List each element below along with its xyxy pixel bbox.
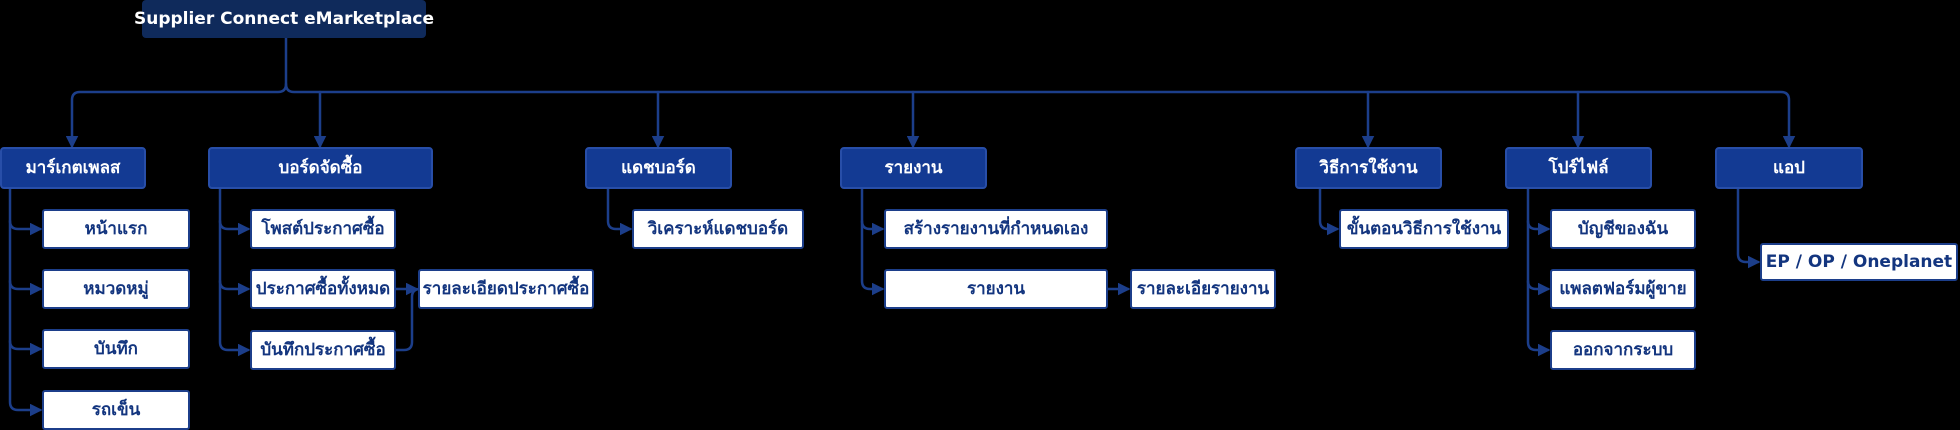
- leaf-report: รายงาน: [884, 269, 1108, 309]
- leaf-post-purchase-notice: โพสต์ประกาศซื้อ: [250, 209, 396, 249]
- category-marketplace: มาร์เกตเพลส: [0, 147, 146, 189]
- leaf-all-purchase-notices: ประกาศซื้อทั้งหมด: [250, 269, 396, 309]
- category-how-to-use: วิธีการใช้งาน: [1295, 147, 1442, 189]
- leaf-create-custom-report: สร้างรายงานที่กำหนดเอง: [884, 209, 1108, 249]
- category-reports: รายงาน: [840, 147, 987, 189]
- leaf-my-account: บัญชีของฉัน: [1550, 209, 1696, 249]
- leaf-report-details: รายละเอียรายงาน: [1130, 269, 1276, 309]
- leaf-usage-steps: ขั้นตอนวิธีการใช้งาน: [1339, 209, 1509, 249]
- leaf-purchase-notice-details: รายละเอียดประกาศซื้อ: [418, 269, 594, 309]
- leaf-seller-platform: แพลตฟอร์มผู้ขาย: [1550, 269, 1696, 309]
- leaf-ep-op-oneplanet: EP / OP / Oneplanet: [1760, 243, 1958, 281]
- leaf-home: หน้าแรก: [42, 209, 190, 249]
- category-dashboard: แดชบอร์ด: [585, 147, 732, 189]
- leaf-categories: หมวดหมู่: [42, 269, 190, 309]
- root-node: Supplier Connect eMarketplace: [134, 0, 434, 38]
- leaf-saved: บันทึก: [42, 329, 190, 369]
- leaf-log-out: ออกจากระบบ: [1550, 330, 1696, 370]
- category-procurement-board: บอร์ดจัดซื้อ: [208, 147, 433, 189]
- category-profile: โปร์ไฟล์: [1505, 147, 1652, 189]
- category-app: แอป: [1715, 147, 1863, 189]
- leaf-dashboard-analytics: วิเคราะห์แดชบอร์ด: [632, 209, 804, 249]
- leaf-cart: รถเข็น: [42, 390, 190, 430]
- leaf-saved-purchase-notices: บันทึกประกาศซื้อ: [250, 330, 396, 370]
